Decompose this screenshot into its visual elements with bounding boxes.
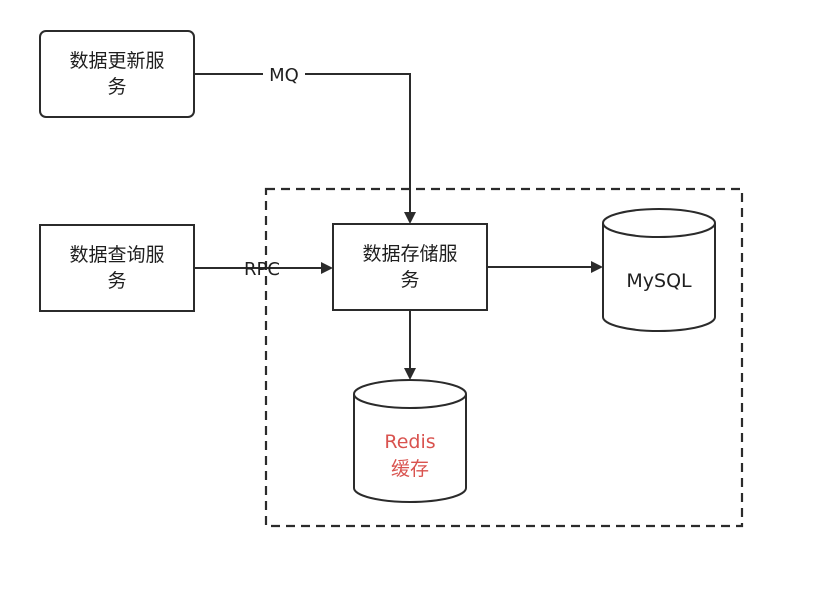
mq-label-bg [263, 63, 305, 85]
storage-boundary [264, 187, 744, 528]
mysql-label: MySQL [626, 270, 692, 292]
query-service-label-line1: 数据查询服 [69, 244, 164, 266]
mysql-database-node: MySQL [602, 208, 716, 332]
redis-label-line1: Redis [384, 431, 435, 453]
query-service-node: 数据查询服 务 [39, 224, 195, 312]
mq-edge-line [194, 73, 416, 224]
redis-cache-node: Redis 缓存 [353, 379, 467, 503]
mq-edge-label: MQ [269, 65, 299, 86]
redis-label-line2: 缓存 [391, 458, 429, 480]
storage-service-label-line2: 务 [400, 269, 419, 291]
update-service-label-line1: 数据更新服 [69, 50, 164, 72]
rpc-edge-label: RPC [244, 259, 280, 280]
storage-service-label-line1: 数据存储服 [362, 243, 457, 265]
storage-service-node: 数据存储服 务 [332, 223, 488, 311]
update-service-label-line2: 务 [107, 76, 126, 98]
update-service-node: 数据更新服 务 [39, 30, 195, 118]
query-service-label-line2: 务 [107, 270, 126, 292]
